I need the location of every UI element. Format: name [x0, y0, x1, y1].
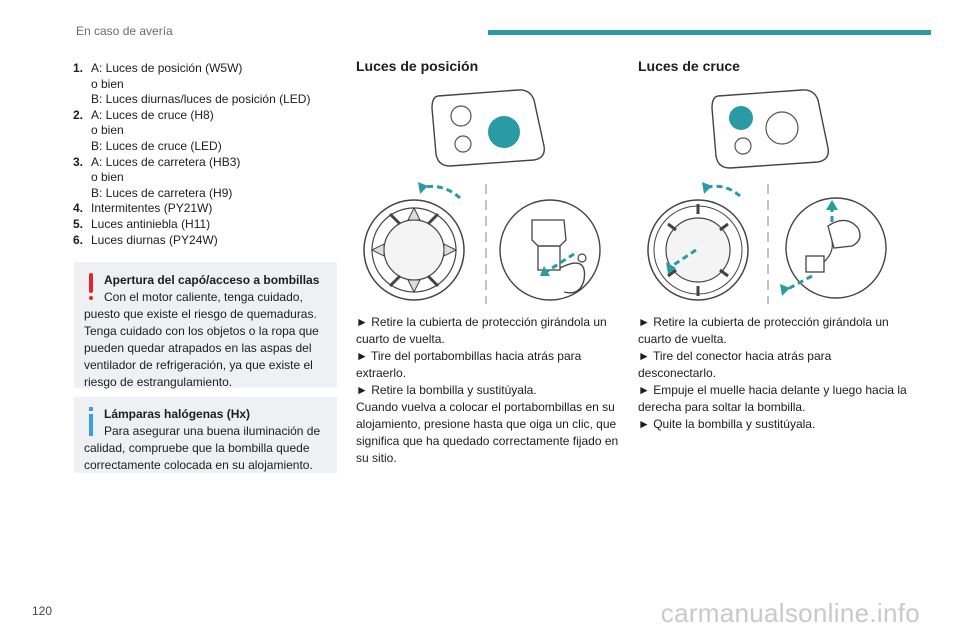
instruction-step: ► Retire la bombilla y sustitúyala. — [356, 383, 537, 397]
list-item-line: Luces antiniebla (H11) — [91, 216, 211, 231]
instruction-step: ► Empuje el muelle hacia delante y luego… — [638, 383, 907, 414]
list-item-line: B: Luces diurnas/luces de posición (LED) — [91, 92, 311, 107]
header-accent-bar — [488, 30, 931, 35]
list-item: 6. Luces diurnas (PY24W) — [73, 233, 343, 249]
connector-spring-diagram — [780, 197, 887, 299]
list-item-number: 1. — [73, 61, 84, 75]
headlamp-dipped-diagram — [711, 89, 829, 169]
warning-box: Apertura del capó/acceso a bombillas Con… — [74, 262, 337, 389]
list-item-number: 3. — [73, 154, 84, 169]
list-item: 2. A: Luces de cruce (H8) o bien B: Luce… — [73, 108, 343, 155]
position-lights-title: Luces de posición — [356, 58, 479, 74]
protection-cover-dipped-diagram — [647, 182, 749, 301]
warning-text: Con el motor caliente, tenga cuidado, pu… — [84, 290, 319, 389]
bulb-holder-diagram — [499, 199, 601, 301]
list-item-line: o bien — [91, 123, 124, 138]
divider-line — [485, 184, 487, 304]
info-icon — [84, 406, 98, 440]
header-section-title: En caso de avería — [76, 24, 173, 38]
instruction-step: ► Tire del portabombillas hacia atrás pa… — [356, 349, 582, 380]
list-item-number: 4. — [73, 201, 84, 216]
info-title: Lámparas halógenas (Hx) — [104, 407, 251, 421]
list-item-line: B: Luces de carretera (H9) — [91, 185, 233, 200]
list-item-line: B: Luces de cruce (LED) — [91, 138, 222, 153]
dipped-lights-instructions: ► Retire la cubierta de protección girán… — [638, 314, 908, 433]
instruction-step: ► Retire la cubierta de protección girán… — [356, 315, 607, 346]
list-item-number: 2. — [73, 107, 84, 122]
dipped-lights-title: Luces de cruce — [638, 58, 740, 74]
page-number: 120 — [32, 604, 53, 618]
list-item: 4. Intermitentes (PY21W) — [73, 201, 343, 217]
protection-cover-diagram — [363, 182, 465, 301]
list-item: 5. Luces antiniebla (H11) — [73, 217, 343, 233]
warning-exclamation-icon — [84, 272, 98, 306]
list-item-line: o bien — [91, 170, 124, 185]
position-lights-instructions: ► Retire la cubierta de protección girán… — [356, 314, 626, 467]
instruction-step: ► Tire del conector hacia atrás para des… — [638, 349, 832, 380]
list-item-line: A: Luces de cruce (H8) — [91, 107, 214, 122]
watermark: carmanualsonline.info — [660, 598, 920, 628]
info-box: Lámparas halógenas (Hx) Para asegurar un… — [74, 397, 337, 473]
instruction-step: ► Retire la cubierta de protección girán… — [638, 315, 889, 346]
list-item-line: A: Luces de carretera (HB3) — [91, 154, 241, 169]
list-item-number: 5. — [73, 216, 84, 231]
bulb-list: 1. A: Luces de posición (W5W) o bien B: … — [73, 61, 343, 248]
warning-title: Apertura del capó/acceso a bombillas — [104, 273, 320, 287]
list-item-line: o bien — [91, 76, 124, 91]
list-item: 1. A: Luces de posición (W5W) o bien B: … — [73, 61, 343, 108]
divider-line-right — [767, 184, 769, 304]
list-item-number: 6. — [73, 232, 84, 247]
list-item-line: Intermitentes (PY21W) — [91, 201, 213, 216]
headlamp-position-diagram — [431, 89, 545, 167]
instruction-step: ► Quite la bombilla y sustitúyala. — [638, 417, 816, 431]
info-text: Para asegurar una buena iluminación de c… — [84, 424, 321, 472]
list-item-line: A: Luces de posición (W5W) — [91, 61, 243, 75]
list-item: 3. A: Luces de carretera (HB3) o bien B:… — [73, 155, 343, 202]
instruction-note: Cuando vuelva a colocar el portabombilla… — [356, 400, 619, 465]
list-item-line: Luces diurnas (PY24W) — [91, 232, 218, 247]
